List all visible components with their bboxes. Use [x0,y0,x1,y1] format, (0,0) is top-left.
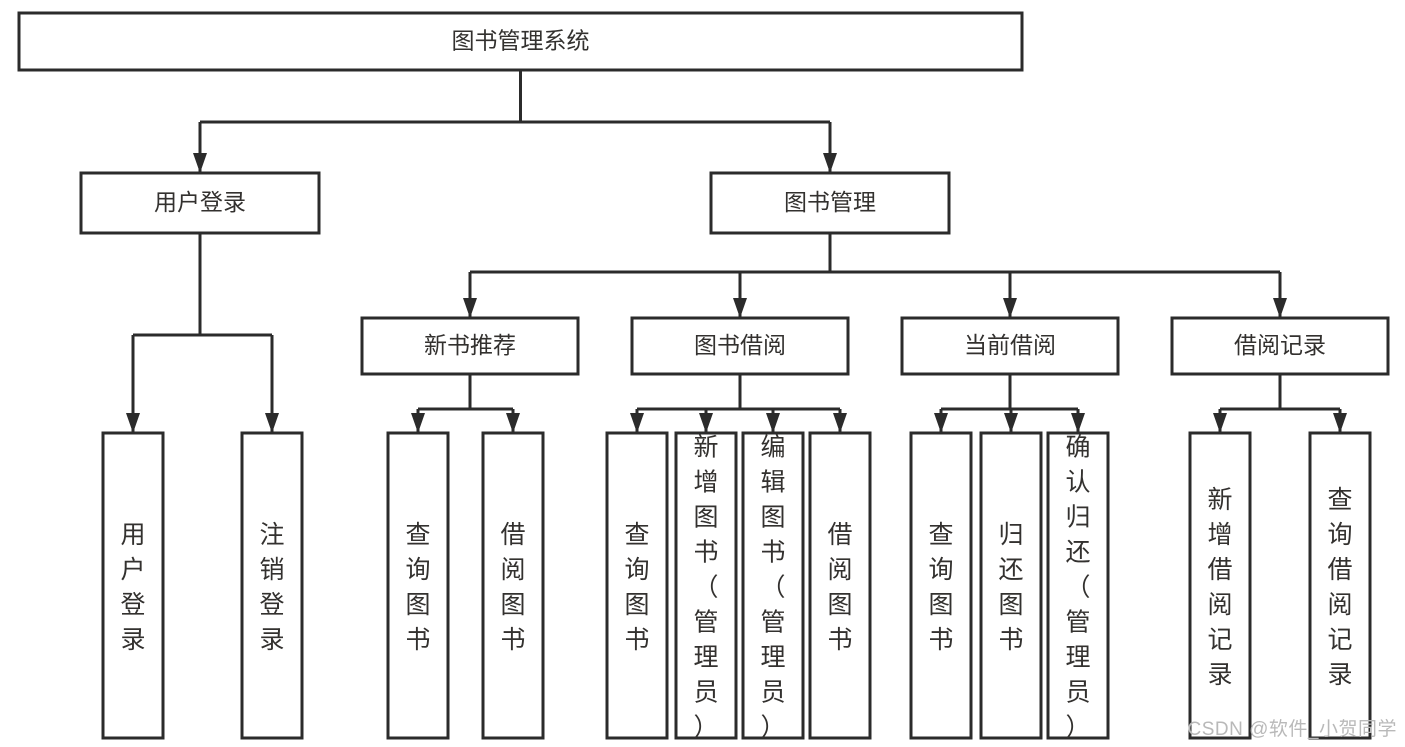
node-label: 确认归还（管理员） [1065,433,1090,741]
node-label: 用户登录 [120,521,145,654]
node-root-0[interactable]: 图书管理系统 [17,11,1024,72]
node-label: 查询图书 [928,521,953,654]
node-box[interactable] [481,431,545,740]
edge-book-manage-arrowhead-3 [1273,298,1287,318]
edge-borrow-arrowhead-2 [766,413,780,433]
node-level2-0[interactable]: 新书推荐 [360,316,580,376]
node-label: 查询图书 [405,521,430,654]
node-box[interactable] [630,316,850,376]
node-box[interactable] [900,316,1120,376]
watermark-label: CSDN @软件_小贺同学 [1187,719,1397,740]
edge-root-arrowhead-1 [823,153,837,173]
node-box[interactable] [808,431,872,740]
node-box[interactable] [79,171,321,235]
edge-record-arrowhead-0 [1213,413,1227,433]
node-level1-1[interactable]: 图书管理 [709,171,951,235]
node-label: 借阅记录 [1234,332,1326,358]
node-box[interactable] [979,431,1043,740]
node-box[interactable] [909,431,973,740]
node-box[interactable] [1170,316,1390,376]
nodes-layer: 图书管理系统用户登录图书管理新书推荐图书借阅当前借阅借阅记录用户登录注销登录查询… [17,11,1390,741]
node-label: 编辑图书（管理员） [760,433,785,741]
node-label: 图书管理系统 [452,28,590,54]
edge-root-arrowhead-0 [193,153,207,173]
edge-borrow-arrowhead-0 [630,413,644,433]
node-label: 图书管理 [784,189,876,215]
edge-book-manage-arrowhead-1 [733,298,747,318]
node-label: 查询图书 [624,521,649,654]
edge-book-manage-arrowhead-2 [1003,298,1017,318]
node-level1-0[interactable]: 用户登录 [79,171,321,235]
edges-layer [126,70,1347,433]
edge-new-book-arrowhead-1 [506,413,520,433]
edge-book-manage-arrowhead-0 [463,298,477,318]
node-level2-3[interactable]: 借阅记录 [1170,316,1390,376]
node-leaf-2[interactable]: 查询图书 [386,431,450,740]
node-label: 借阅图书 [827,521,852,654]
edge-new-book-arrowhead-0 [411,413,425,433]
node-leaf-5[interactable]: 新增图书（管理员） [674,431,738,741]
node-leaf-1[interactable]: 注销登录 [240,431,304,740]
edge-current-arrowhead-0 [934,413,948,433]
edge-borrow-arrowhead-1 [699,413,713,433]
edge-current-arrowhead-1 [1004,413,1018,433]
node-label: 借阅图书 [500,521,525,654]
node-leaf-12[interactable]: 查询借阅记录 [1308,431,1372,740]
node-leaf-7[interactable]: 借阅图书 [808,431,872,740]
edge-user-login-arrowhead-1 [265,413,279,433]
node-leaf-6[interactable]: 编辑图书（管理员） [741,431,805,741]
node-leaf-0[interactable]: 用户登录 [101,431,165,740]
node-box[interactable] [605,431,669,740]
node-label: 新增借阅记录 [1207,486,1232,689]
node-box[interactable] [101,431,165,740]
node-level2-2[interactable]: 当前借阅 [900,316,1120,376]
node-label: 注销登录 [259,521,284,654]
node-leaf-8[interactable]: 查询图书 [909,431,973,740]
node-leaf-10[interactable]: 确认归还（管理员） [1046,431,1110,741]
node-label: 图书借阅 [694,332,786,358]
node-box[interactable] [1308,431,1372,740]
edge-record-arrowhead-1 [1333,413,1347,433]
node-leaf-9[interactable]: 归还图书 [979,431,1043,740]
node-label: 当前借阅 [964,332,1056,358]
node-box[interactable] [709,171,951,235]
node-level2-1[interactable]: 图书借阅 [630,316,850,376]
node-box[interactable] [240,431,304,740]
node-box[interactable] [1188,431,1252,740]
edge-current-arrowhead-2 [1071,413,1085,433]
node-box[interactable] [741,431,805,740]
node-leaf-11[interactable]: 新增借阅记录 [1188,431,1252,740]
node-label: 新增图书（管理员） [693,433,718,741]
node-label: 用户登录 [154,189,246,215]
node-box[interactable] [360,316,580,376]
node-box[interactable] [17,11,1024,72]
node-box[interactable] [674,431,738,740]
node-leaf-3[interactable]: 借阅图书 [481,431,545,740]
node-label: 查询借阅记录 [1327,486,1352,689]
node-leaf-4[interactable]: 查询图书 [605,431,669,740]
node-label: 归还图书 [998,521,1023,654]
node-box[interactable] [386,431,450,740]
edge-user-login-arrowhead-0 [126,413,140,433]
edge-borrow-arrowhead-3 [833,413,847,433]
node-label: 新书推荐 [424,332,516,358]
node-box[interactable] [1046,431,1110,740]
